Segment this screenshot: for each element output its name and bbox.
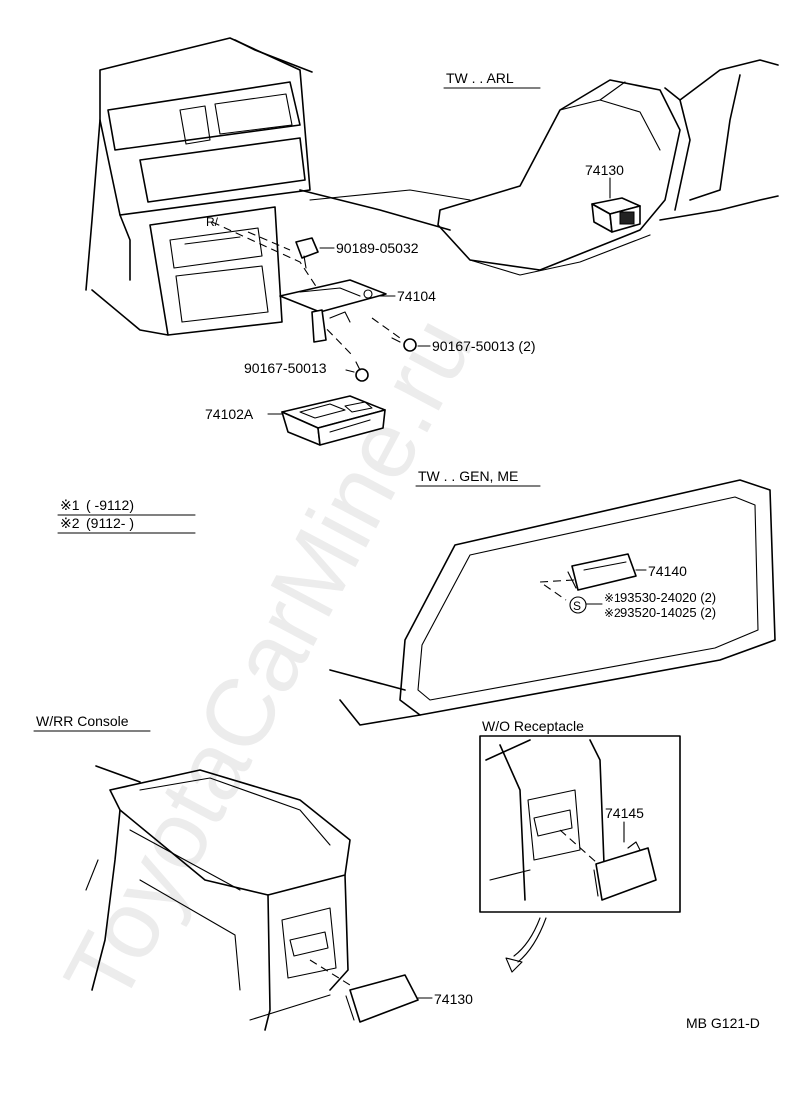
watermark: ToyotaCarMine.ru <box>44 301 494 1020</box>
rear-console-illustration <box>85 765 351 1031</box>
label-74102a: 74102A <box>205 406 254 422</box>
legend-note2-mark: ※2 <box>60 515 80 531</box>
label-74130-console: 74130 <box>434 991 473 1007</box>
screw-90167-50013-left <box>355 361 369 382</box>
seat-illustration <box>437 59 779 276</box>
label-90167-50013: 90167-50013 <box>244 360 327 376</box>
section-title-wo-receptacle: W/O Receptacle <box>482 718 584 734</box>
ashtray-74140 <box>567 553 637 591</box>
reference-code: MB G121-D <box>686 1015 760 1031</box>
legend: ※1 ( -9112) ※2 (9112- ) <box>57 497 196 534</box>
legend-note1-mark: ※1 <box>60 497 80 513</box>
label-74104: 74104 <box>397 288 436 304</box>
legend-note1-range: ( -9112) <box>86 497 134 513</box>
ashtray-74102a <box>281 395 386 446</box>
bracket-74104 <box>279 279 387 343</box>
screw-symbol-text: S <box>573 599 581 613</box>
receptacle-74130-seat <box>591 197 641 233</box>
curved-arrow <box>505 917 547 973</box>
instrument-panel-illustration: R/ <box>85 37 471 336</box>
section-title-arl: TW . . ARL <box>446 70 514 86</box>
cover-74130-console <box>345 974 419 1023</box>
label-90189-05032: 90189-05032 <box>336 240 419 256</box>
label-93530-24020: 93530-24020 (2) <box>620 590 716 605</box>
screw-90167-50013-right <box>391 337 417 352</box>
clip-90189-05032 <box>295 237 319 269</box>
label-74145: 74145 <box>605 805 644 821</box>
label-74140: 74140 <box>648 563 687 579</box>
wo-receptacle-inset <box>479 735 681 913</box>
label-93520-14025: 93520-14025 (2) <box>620 605 716 620</box>
label-74130-seat: 74130 <box>585 162 624 178</box>
screw-symbol: S <box>569 596 587 614</box>
screw-mark-2: ※2 <box>604 606 621 620</box>
legend-note2-range: (9112- ) <box>86 515 134 531</box>
cover-74145 <box>593 841 657 901</box>
screw-mark-1: ※1 <box>604 591 621 605</box>
section-title-gen-me: TW . . GEN, ME <box>418 468 518 484</box>
label-90167-50013-2: 90167-50013 (2) <box>432 338 536 354</box>
door-panel-illustration <box>329 479 776 726</box>
section-title-rr-console: W/RR Console <box>36 713 129 729</box>
